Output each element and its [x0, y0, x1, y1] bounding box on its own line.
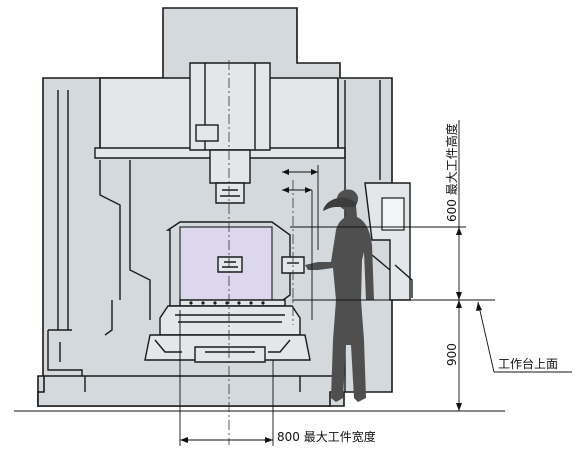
machine-base — [37, 375, 337, 407]
height-dimension: 600 最大工件高度 — [290, 120, 495, 301]
spindle-head — [189, 62, 271, 204]
cutting-tool-icon — [217, 256, 243, 273]
table-top-leader: 工作台上面 — [476, 301, 572, 373]
width-dimension: 800 最大工件宽度 — [179, 310, 376, 446]
max-workpiece-width-label: 800 最大工件宽度 — [277, 429, 376, 444]
control-screen — [381, 197, 405, 231]
control-panel — [364, 182, 413, 301]
tool-offset-dimension — [282, 165, 319, 320]
table-height-label: 900 — [445, 343, 459, 366]
machine-table — [144, 299, 311, 363]
work-envelope — [165, 221, 305, 307]
center-lines — [228, 60, 294, 445]
table-top-surface-label: 工作台上面 — [498, 356, 558, 371]
table-height-dimension: 900 — [445, 300, 462, 411]
operator-silhouette-icon — [305, 189, 374, 402]
max-workpiece-height-label: 600 最大工件高度 — [444, 123, 459, 222]
